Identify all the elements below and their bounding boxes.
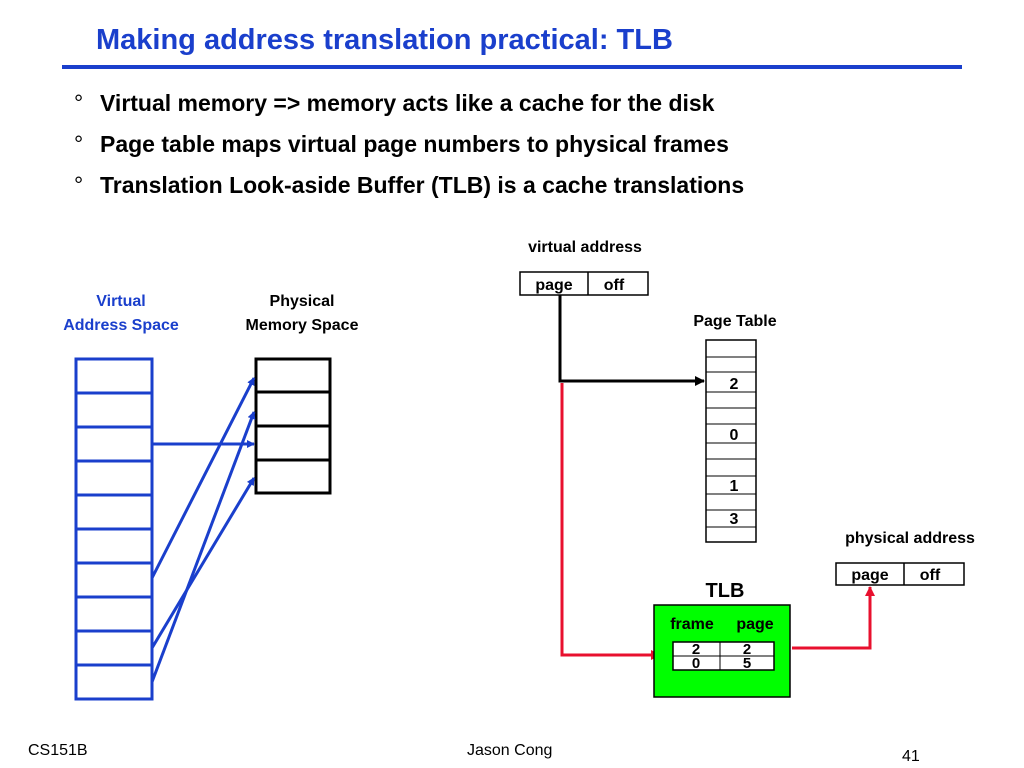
pa-off-field: off (920, 567, 941, 584)
page-table-lookup-arrow (558, 295, 705, 386)
page-table-entry: 3 (730, 511, 739, 528)
slide-title: Making address translation practical: TL… (96, 24, 673, 56)
footer-page-number: 41 (902, 748, 920, 765)
page-table-entry: 2 (730, 376, 739, 393)
bullet-marker: ° (74, 90, 84, 116)
page-table-entry: 1 (730, 478, 739, 495)
tlb-page-header: page (736, 616, 773, 633)
tlb-page-cell: 5 (743, 655, 751, 672)
bullet-item: ° Virtual memory => memory acts like a ca… (74, 90, 714, 117)
virtual-space-label-line1: Virtual (96, 293, 146, 310)
bullet-text: Page table maps virtual page numbers to … (100, 131, 729, 157)
physical-memory-space-label: Physical Memory Space (222, 290, 382, 338)
bullet-marker: ° (74, 131, 84, 157)
footer-author: Jason Cong (467, 742, 553, 759)
physical-space-label-line1: Physical (269, 293, 335, 310)
bullet-item: ° Translation Look-aside Buffer (TLB) is … (74, 172, 744, 199)
tlb-box: frame page 2 2 0 5 (653, 604, 791, 698)
virtual-address-box: page off (519, 271, 649, 296)
tlb-label: TLB (705, 580, 745, 602)
tlb-frame-header: frame (670, 616, 714, 633)
virtual-address-space-stack (74, 357, 154, 701)
footer-course: CS151B (28, 742, 88, 759)
virtual-address-space-label: Virtual Address Space (46, 290, 196, 338)
bullet-text: Virtual memory => memory acts like a cac… (100, 90, 715, 116)
physical-address-label: physical address (845, 530, 975, 547)
bullet-marker: ° (74, 172, 84, 198)
physical-address-box: page off (835, 562, 965, 586)
pa-page-field: page (851, 567, 888, 584)
bullet-text: Translation Look-aside Buffer (TLB) is a… (100, 172, 745, 198)
physical-memory-stack (254, 357, 332, 495)
physical-space-label-line2: Memory Space (245, 317, 359, 334)
tlb-page-cell: 2 (743, 641, 751, 658)
tlb-frame-cell: 2 (692, 641, 700, 658)
bullet-item: ° Page table maps virtual page numbers to… (74, 131, 729, 158)
page-mapping-arrows (150, 377, 256, 683)
tlb-frame-cell: 0 (692, 655, 700, 672)
virtual-address-label: virtual address (528, 239, 642, 256)
virtual-space-label-line2: Address Space (63, 317, 179, 334)
page-table: 2 0 1 3 (705, 339, 757, 543)
page-table-label: Page Table (693, 313, 777, 330)
tlb-lookup-arrow (560, 383, 661, 660)
title-divider (62, 65, 962, 69)
va-off-field: off (604, 277, 625, 294)
va-page-field: page (535, 277, 572, 294)
physical-address-arrow (792, 586, 875, 650)
page-table-entry: 0 (730, 427, 739, 444)
